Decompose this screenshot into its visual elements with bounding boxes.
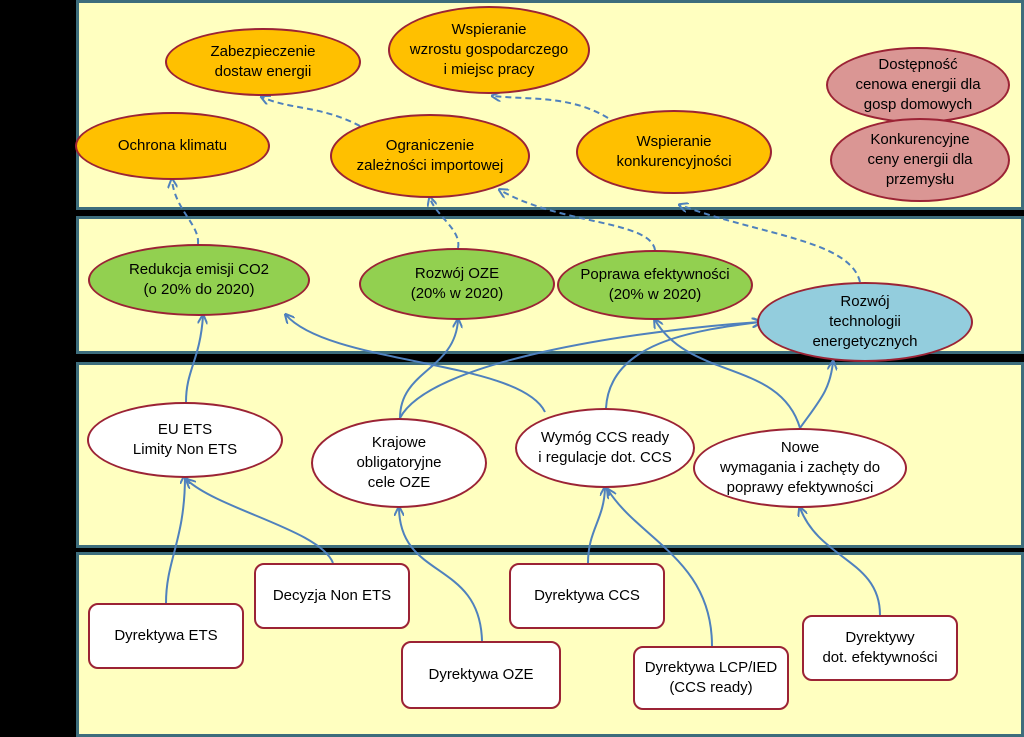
target-co2: Redukcja emisji CO2 (o 20% do 2020) [88,244,310,316]
arrow-efekt-ograniczenie [500,190,656,251]
goal-konkurencyjnosc: Wspieranie konkurencyjności [576,110,772,194]
arrow-lcp-ccs [608,490,713,647]
arrow-ccs-tech [605,322,760,409]
arrow-konkur-wzrost [493,96,609,119]
arrow-oze-ograniczenie [430,198,460,249]
goal-ograniczenie: Ograniczenie zależności importowej [330,114,530,198]
band-instruments-label [0,362,74,548]
goal-konkurencyjne-ceny: Konkurencyjne ceny energii dla przemysłu [830,118,1010,202]
arrow-dirccs-ccs [587,488,605,564]
arrow-co2-ochrona [172,180,200,245]
band-goals-label [0,0,74,210]
target-technologie: Rozwój technologii energetycznych [757,282,973,362]
directive-ccs: Dyrektywa CCS [509,563,665,629]
arrow-krajowe-oze [399,320,458,419]
goal-ochrona-klimatu: Ochrona klimatu [75,112,270,180]
instrument-nowe-wymagania: Nowe wymagania i zachęty do poprawy efek… [693,428,907,508]
directive-ets: Dyrektywa ETS [88,603,244,669]
arrow-dir-ets-euets [165,476,185,604]
target-oze: Rozwój OZE (20% w 2020) [359,248,555,320]
instrument-krajowe-oze: Krajowe obligatoryjne cele OZE [311,418,487,508]
target-efektywnosc: Poprawa efektywności (20% w 2020) [557,250,753,320]
instrument-ccs-ready: Wymóg CCS ready i regulacje dot. CCS [515,408,695,488]
directive-oze: Dyrektywa OZE [401,641,561,709]
arrow-krajowe-tech [399,322,760,419]
arrow-ograniczenie-zabezpieczenie [262,97,361,127]
arrow-nowe-tech [799,362,833,429]
arrow-ccs-co2 [286,315,546,413]
directive-lcp-ied: Dyrektywa LCP/IED (CCS ready) [633,646,789,710]
directive-non-ets: Decyzja Non ETS [254,563,410,629]
arrow-direfekt-nowe [800,508,881,616]
arrow-euets-co2 [185,316,203,403]
directive-efektywnosc: Dyrektywy dot. efektywności [802,615,958,681]
arrow-nowe-efekt [655,320,801,429]
goal-wspieranie-wzrostu: Wspieranie wzrostu gospodarczego i miejs… [388,6,590,94]
band-directives-label [0,552,74,737]
arrow-diroze-krajowe [399,508,483,642]
arrow-nonets-euets [187,480,334,564]
arrow-tech-konkur [680,205,861,283]
instrument-eu-ets: EU ETS Limity Non ETS [87,402,283,478]
goal-zabezpieczenie: Zabezpieczenie dostaw energii [165,28,361,96]
goal-dostepnosc: Dostępność cenowa energii dla gosp domow… [826,47,1010,123]
band-targets-label [0,216,74,354]
